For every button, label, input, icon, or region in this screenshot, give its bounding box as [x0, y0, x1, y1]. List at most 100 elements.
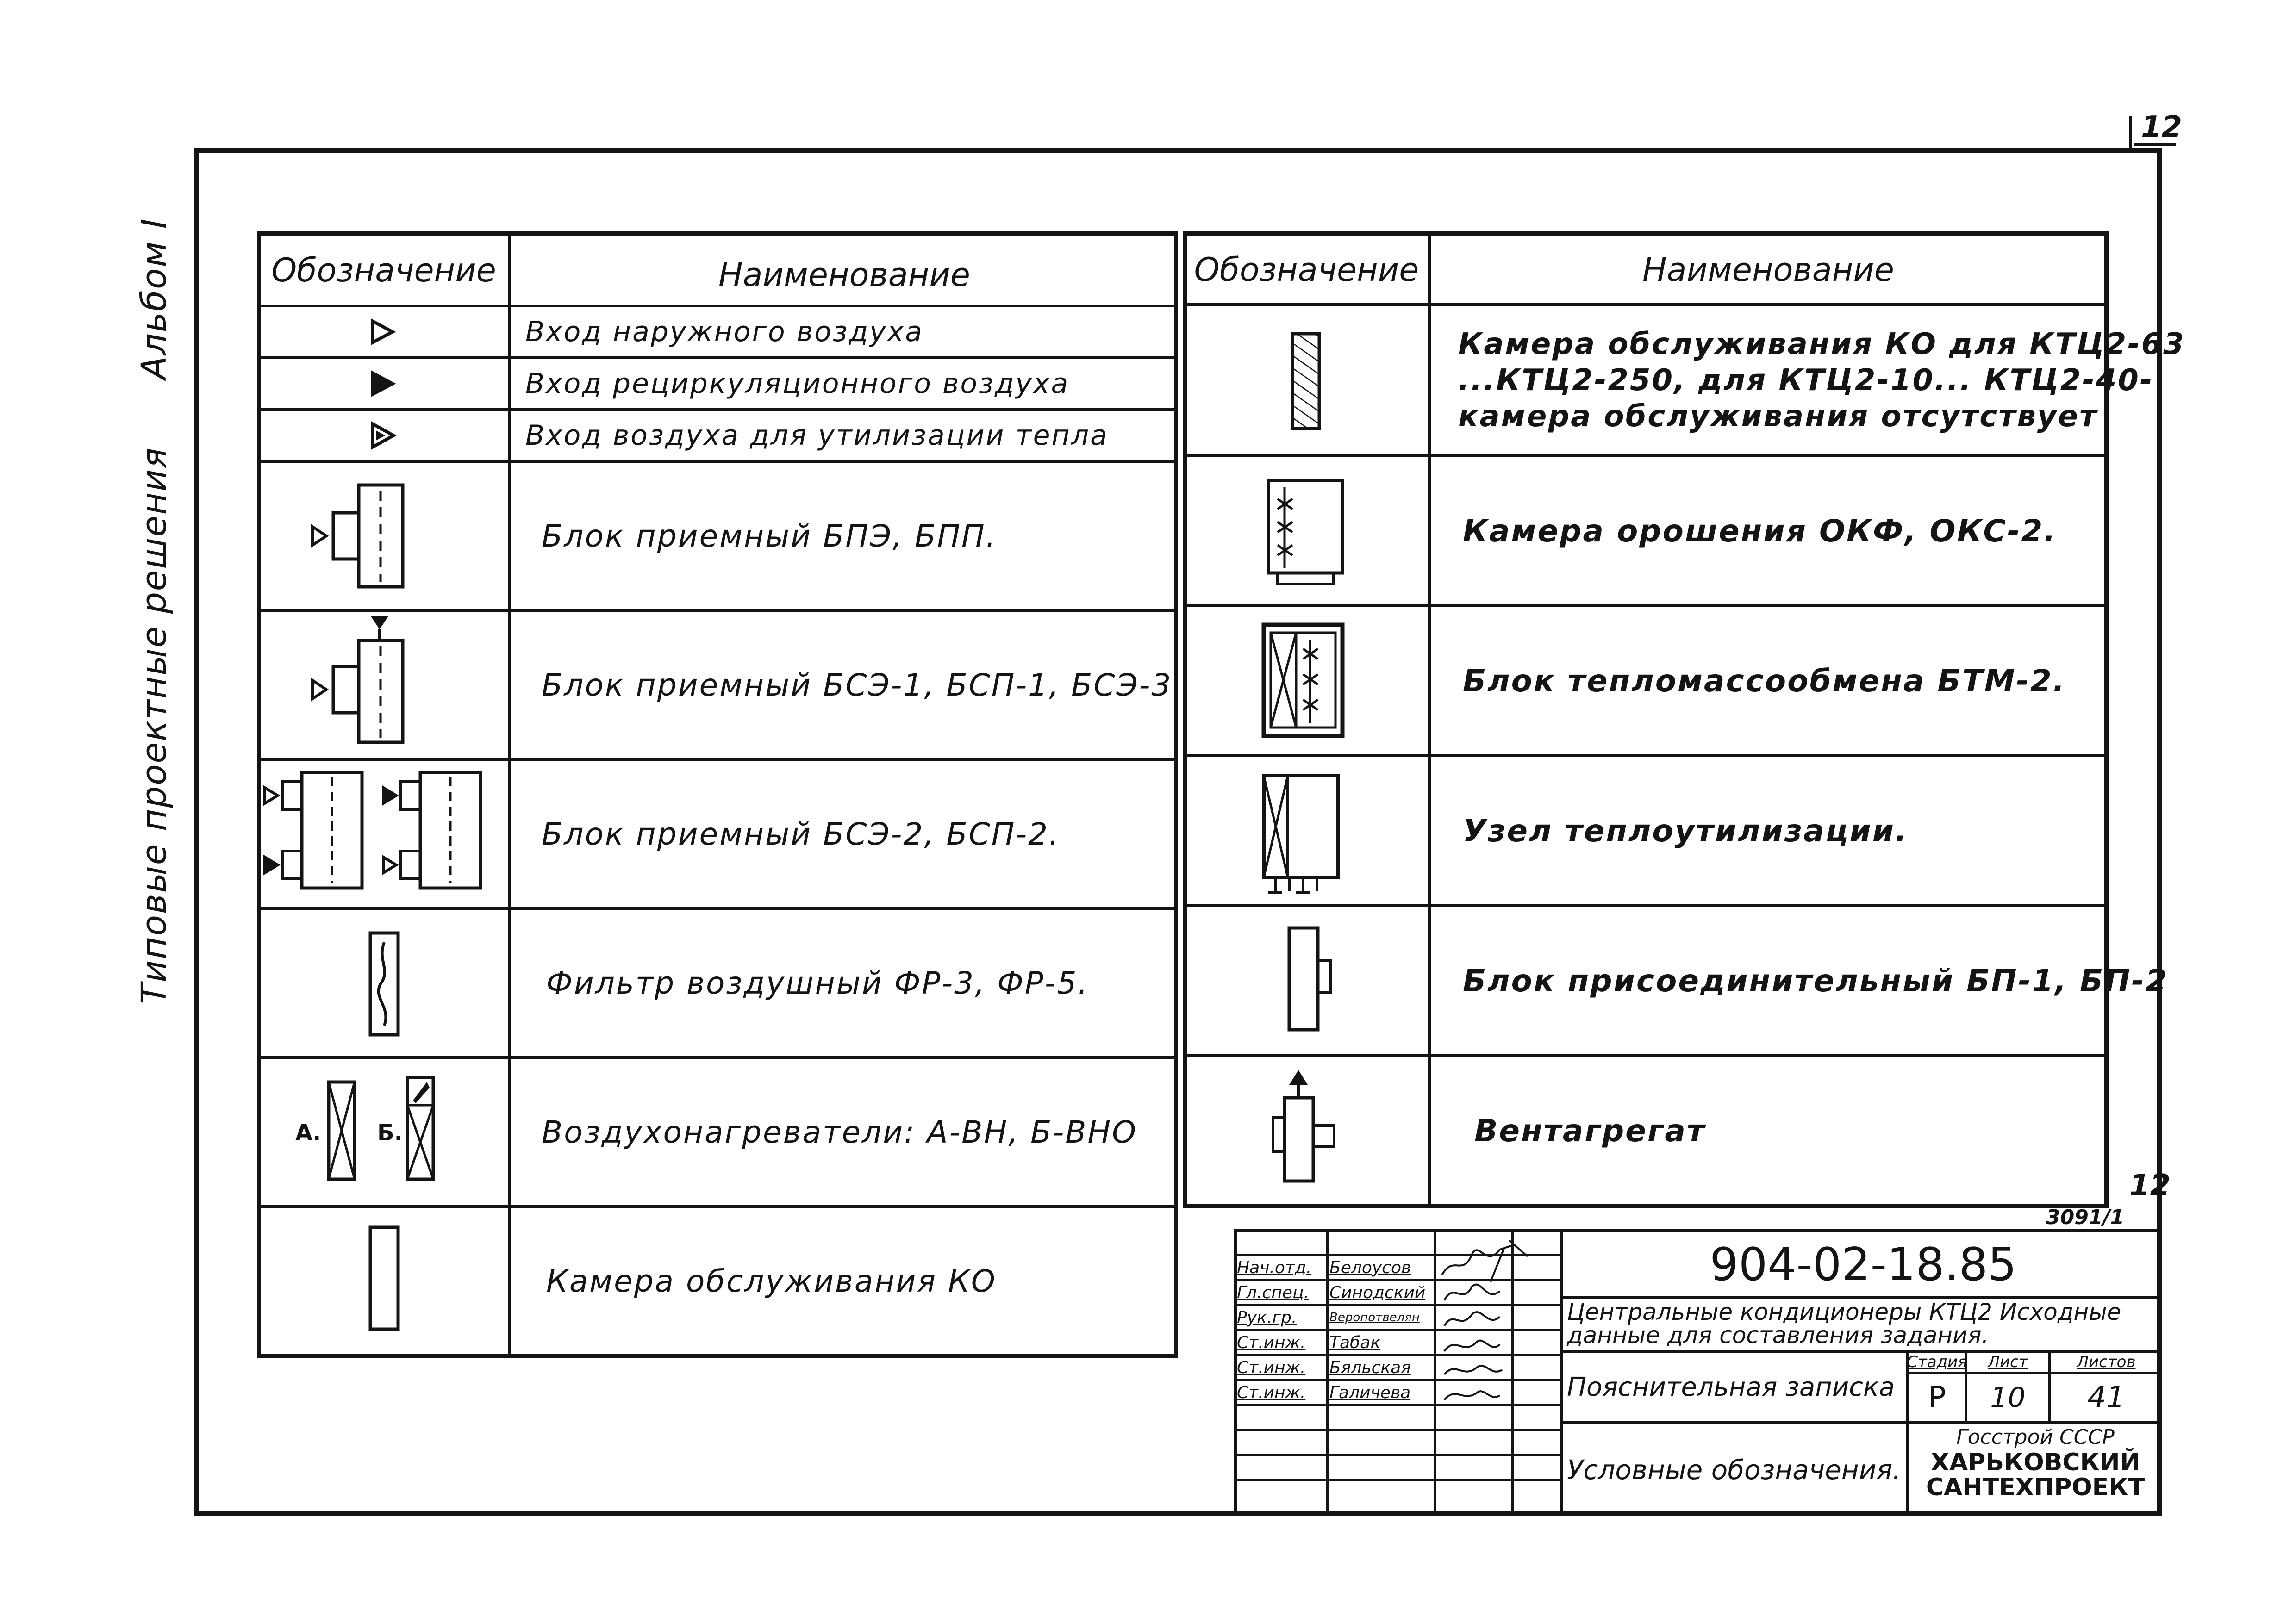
right-row-name: Вентагрегат — [1474, 1113, 1706, 1149]
left-row-name: Вход наружного воздуха — [525, 316, 924, 348]
signer-name: Табак — [1329, 1333, 1381, 1352]
project-description: Центральные кондиционеры КТЦ2 Исходные д… — [1567, 1299, 2121, 1349]
title-grid-line — [1965, 1350, 1967, 1421]
signer-name: Галичева — [1329, 1383, 1411, 1402]
signer-name: Веропотвелян — [1329, 1311, 1420, 1325]
title-grid-line — [1234, 1454, 1560, 1456]
left-header-name: Наименование — [718, 256, 970, 294]
title-grid-line — [1234, 1304, 1560, 1306]
title-grid-line — [1906, 1350, 1909, 1516]
right-row-line — [1183, 454, 2109, 457]
signer-name: Бяльская — [1329, 1358, 1411, 1377]
organization-line-1: Госстрой СССР — [1956, 1425, 2115, 1449]
connecting-block-icon — [1287, 926, 1332, 1032]
left-row-line — [257, 460, 1178, 463]
title-grid-line — [1434, 1229, 1436, 1516]
title-grid-line — [1234, 1479, 1560, 1481]
left-row-line — [257, 758, 1178, 761]
right-row-line — [1183, 904, 2109, 907]
heat-recovery-unit-icon — [1262, 774, 1340, 894]
left-table-column-divider — [508, 231, 511, 1358]
stage-value: Р — [1928, 1380, 1946, 1415]
right-row-line — [1183, 1054, 2109, 1057]
title-grid-line — [1234, 1254, 1560, 1256]
signatures-drawing — [1441, 1239, 1529, 1401]
top-number-underline — [2134, 143, 2176, 146]
role-label: Ст.инж. — [1237, 1358, 1306, 1377]
intake-block-bpe-icon — [311, 483, 405, 589]
document-type: Пояснительная записка — [1567, 1372, 1895, 1402]
right-row-name: Камера обслуживания КО для КТЦ2-63 ...КТ… — [1458, 327, 2185, 434]
right-header-name: Наименование — [1642, 250, 1894, 289]
left-header-symbol: Обозначение — [271, 251, 496, 289]
left-row-line — [257, 356, 1178, 359]
sheets-label: Листов — [2077, 1353, 2136, 1371]
title-grid-line — [1560, 1296, 2162, 1299]
heat-recovery-air-inlet-icon — [371, 421, 397, 450]
left-row-line — [257, 609, 1178, 612]
title-grid-line — [1234, 1329, 1560, 1331]
sheet-code: 3091/1 — [2046, 1206, 2125, 1229]
title-grid-line — [1234, 1404, 1560, 1406]
sheets-value: 41 — [2087, 1380, 2125, 1415]
side-album-label: Альбом I — [134, 218, 174, 379]
left-row-name: Блок приемный БСЭ-1, БСП-1, БСЭ-3 — [542, 667, 1173, 703]
drawing-frame — [194, 148, 2162, 1516]
right-row-name: Блок присоединительный БП-1, БП-2 — [1463, 963, 2168, 999]
left-row-name: Вход рециркуляционного воздуха — [525, 367, 1070, 400]
role-label: Рук.гр. — [1237, 1308, 1297, 1327]
intake-block-bse2-icon — [263, 771, 482, 890]
air-heater-icon — [327, 1076, 435, 1181]
title-grid-line — [1560, 1350, 2162, 1353]
title-grid-line — [1511, 1229, 1514, 1516]
top-number-tick — [2129, 116, 2132, 148]
left-row-name: Фильтр воздушный ФР-3, ФР-5. — [546, 965, 1089, 1001]
spray-chamber-icon — [1267, 479, 1344, 585]
title-grid-line — [1234, 1279, 1560, 1281]
role-label: Нач.отд. — [1237, 1258, 1312, 1277]
title-grid-line — [1560, 1229, 1563, 1516]
outdoor-air-inlet-icon — [371, 318, 396, 345]
right-row-line — [1183, 604, 2109, 607]
right-header-symbol: Обозначение — [1194, 250, 1419, 289]
role-label: Гл.спец. — [1237, 1283, 1309, 1302]
sheet-label: Лист — [1988, 1353, 2028, 1371]
title-grid-line — [1234, 1379, 1560, 1381]
intake-block-bse1-icon — [311, 616, 405, 744]
right-row-name: Блок тепломассообмена БТМ-2. — [1463, 663, 2066, 699]
left-row-name: Воздухонагреватели: А-ВН, Б-ВНО — [542, 1114, 1138, 1150]
heater-label-a: А. — [295, 1120, 321, 1146]
organization-line-2: ХАРЬКОВСКИЙ — [1930, 1449, 2140, 1476]
title-grid-line — [1234, 1429, 1560, 1431]
recirculation-air-inlet-icon — [371, 370, 396, 397]
left-row-line — [257, 1205, 1178, 1208]
left-row-line — [257, 1056, 1178, 1059]
organization-line-3: САНТЕХПРОЕКТ — [1926, 1474, 2145, 1501]
right-row-line — [1183, 754, 2109, 757]
left-row-line — [257, 408, 1178, 411]
signer-name: Синодский — [1329, 1283, 1426, 1302]
right-row-name: Камера орошения ОКФ, ОКС-2. — [1463, 513, 2057, 549]
signer-name: Белоусов — [1329, 1258, 1411, 1277]
left-row-name: Вход воздуха для утилизации тепла — [525, 419, 1109, 452]
left-row-name: Камера обслуживания КО — [546, 1263, 997, 1299]
left-row-line — [257, 907, 1178, 910]
title-grid-line — [1560, 1421, 2162, 1424]
right-legend-table — [1183, 231, 2109, 1208]
heater-label-b: Б. — [377, 1120, 403, 1146]
left-row-name: Блок приемный БПЭ, БПП. — [542, 518, 997, 554]
title-grid-line — [1907, 1372, 2162, 1374]
sheet-title: Условные обозначения. — [1567, 1454, 1901, 1486]
sheet-value: 10 — [1990, 1381, 2026, 1414]
right-row-name: Узел теплоутилизации. — [1463, 813, 1909, 849]
heat-mass-exchange-icon — [1261, 622, 1345, 738]
left-table-header-line — [257, 305, 1178, 307]
left-row-name: Блок приемный БСЭ-2, БСП-2. — [542, 816, 1061, 852]
page-number-side: 12 — [2129, 1169, 2171, 1203]
service-chamber-icon — [368, 1225, 400, 1331]
side-series-label: Типовые проектные решения — [134, 447, 174, 1004]
service-chamber-hatched-icon — [1291, 332, 1321, 430]
project-code: 904-02-18.85 — [1710, 1238, 2017, 1291]
title-grid-line — [1234, 1354, 1560, 1356]
role-label: Ст.инж. — [1237, 1333, 1306, 1352]
